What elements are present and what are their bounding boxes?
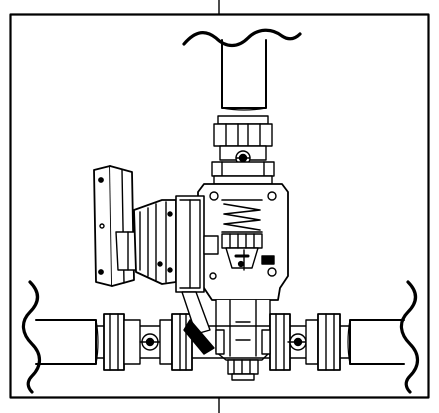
diagram-frame (9, 13, 430, 399)
left-isolating-valve (103, 291, 215, 371)
valve-body (197, 183, 289, 381)
gauge-housing (93, 165, 219, 293)
pipe-left-icon (21, 280, 99, 394)
spring (221, 199, 263, 233)
right-isolating-valve (269, 313, 341, 371)
lower-fittings (215, 321, 271, 355)
valve-assembly-icon (93, 115, 351, 381)
pipe-top-icon (182, 28, 302, 111)
top-connector (211, 115, 275, 185)
pipe-right-icon (347, 280, 420, 394)
